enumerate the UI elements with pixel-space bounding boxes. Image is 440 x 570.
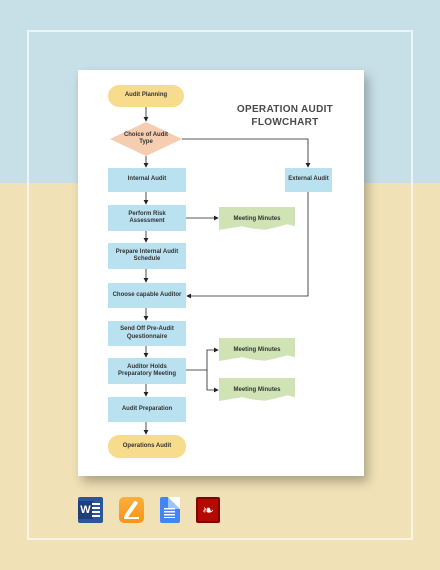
format-icons: W ❧ bbox=[78, 497, 228, 525]
word-icon[interactable]: W bbox=[78, 497, 103, 523]
note-meeting-minutes-2: Meeting Minutes bbox=[219, 338, 295, 362]
arrow-external-to-auditor bbox=[186, 192, 309, 299]
arrow-meeting-to-minutes-2 bbox=[186, 347, 219, 371]
arrow-meeting-to-minutes-3 bbox=[206, 370, 219, 393]
page-title: OPERATION AUDIT FLOWCHART bbox=[215, 103, 355, 129]
decorative-frame bbox=[27, 30, 413, 540]
node-prepare-schedule: Prepare Internal Audit Schedule bbox=[108, 243, 186, 269]
note-meeting-minutes-1: Meeting Minutes bbox=[219, 207, 295, 231]
node-choose-auditor: Choose capable Auditor bbox=[108, 283, 186, 308]
node-audit-preparation: Audit Preparation bbox=[108, 397, 186, 422]
node-choice-of-audit-type: Choice of Audit Type bbox=[123, 131, 169, 146]
pdf-icon[interactable]: ❧ bbox=[196, 497, 220, 523]
google-docs-icon[interactable] bbox=[160, 497, 180, 523]
node-internal-audit: Internal Audit bbox=[108, 168, 186, 192]
node-audit-planning: Audit Planning bbox=[108, 85, 184, 107]
node-perform-risk-assessment: Perform Risk Assessment bbox=[108, 205, 186, 231]
node-send-questionnaire: Send Off Pre-Audit Questionnaire bbox=[108, 321, 186, 346]
pages-icon[interactable] bbox=[119, 497, 144, 523]
note-meeting-minutes-3: Meeting Minutes bbox=[219, 378, 295, 402]
title-line-2: FLOWCHART bbox=[251, 117, 319, 128]
arrow-choice-to-external bbox=[182, 138, 311, 168]
node-preparatory-meeting: Auditor Holds Preparatory Meeting bbox=[108, 358, 186, 384]
node-operations-audit: Operations Audit bbox=[108, 435, 186, 458]
decision-diamond bbox=[110, 122, 182, 156]
node-external-audit: External Audit bbox=[285, 168, 332, 192]
title-line-1: OPERATION AUDIT bbox=[236, 104, 334, 115]
